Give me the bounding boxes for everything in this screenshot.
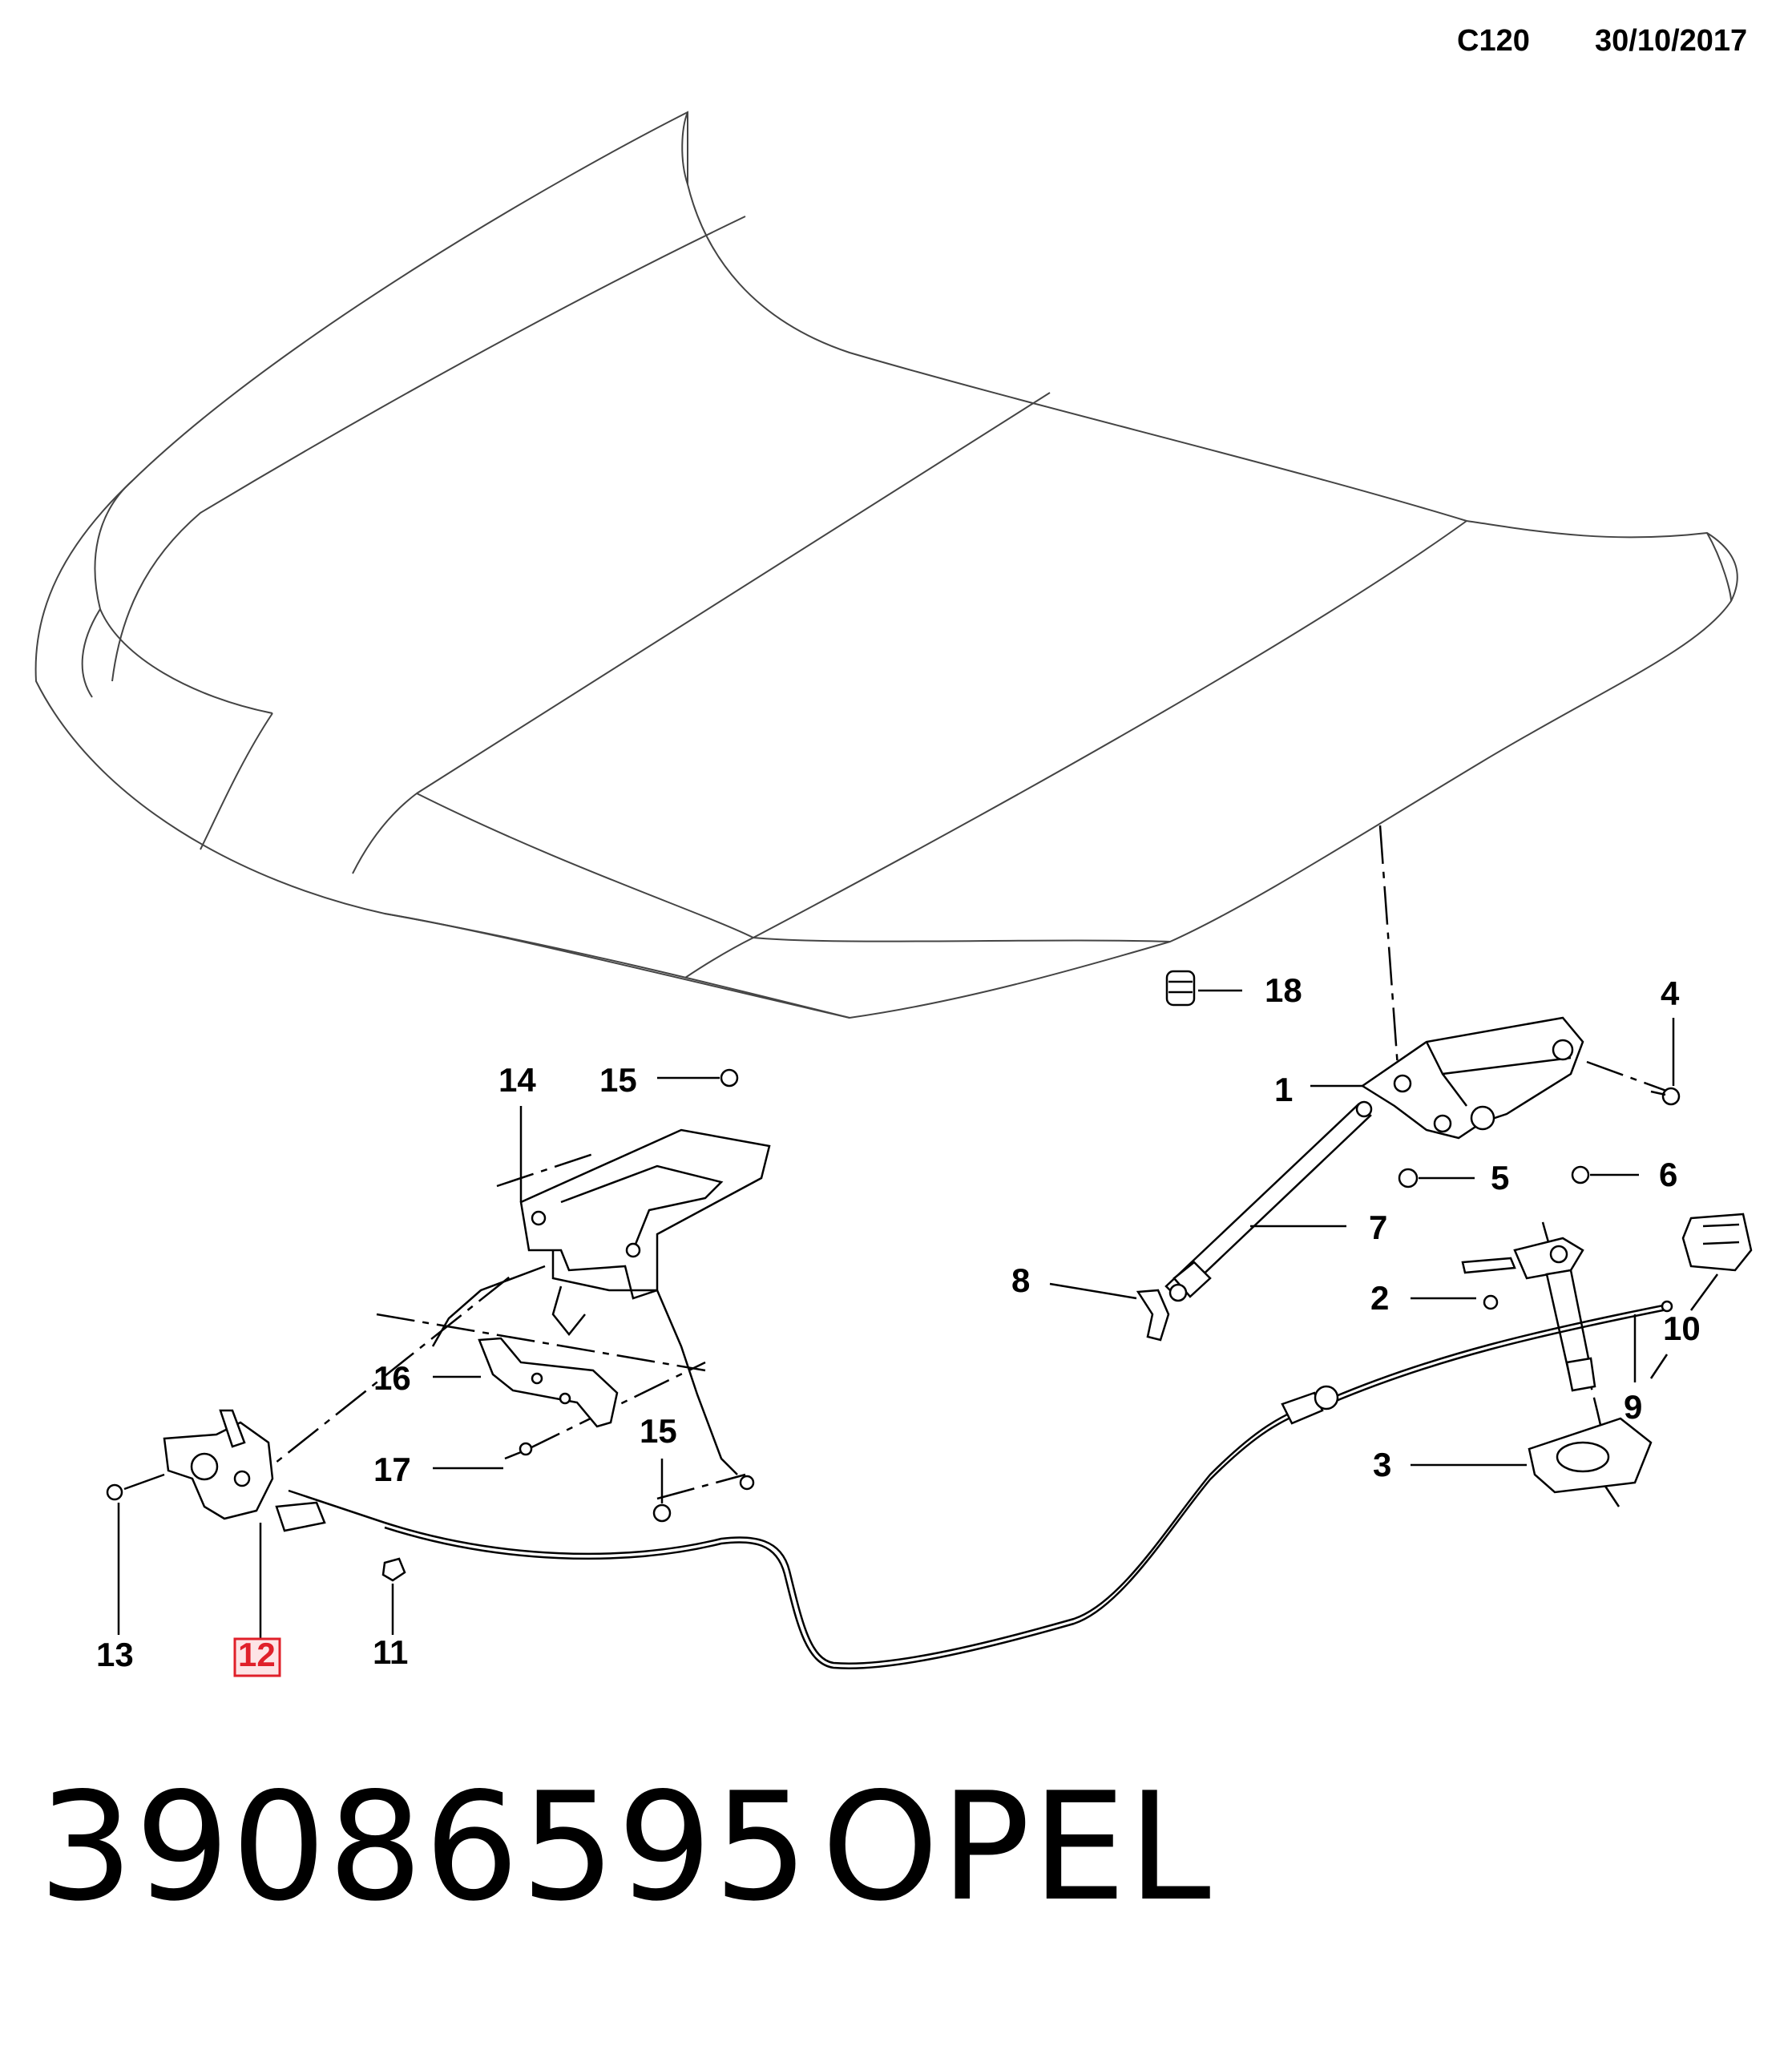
part-16-cover (433, 1337, 619, 1428)
part-number: 39086595 (38, 1760, 810, 1934)
part-14-bracket (431, 1106, 771, 1491)
callout-14: 14 (498, 1061, 536, 1099)
part-2-striker-rod (1411, 1237, 1596, 1392)
part-7-gas-strut (1164, 1100, 1373, 1302)
callout-4: 4 (1661, 975, 1680, 1012)
callout-8: 8 (1011, 1261, 1030, 1299)
callout-12-highlight (233, 1637, 281, 1677)
callout-15-upper: 15 (599, 1061, 637, 1099)
callout-18: 18 (1265, 971, 1302, 1009)
callout-3: 3 (1373, 1446, 1391, 1483)
part-10-connector (1681, 1213, 1753, 1311)
diagram-code: C120 (1457, 24, 1530, 58)
part-3-seal (1411, 1417, 1653, 1494)
part-1-hinge (1310, 1016, 1584, 1140)
part-18-bumper (1165, 970, 1242, 1007)
callout-15-lower: 15 (640, 1412, 677, 1450)
callout-7: 7 (1369, 1209, 1387, 1246)
callout-1: 1 (1274, 1071, 1293, 1108)
part-8-clip (1049, 1282, 1170, 1342)
part-13-bolt (106, 1473, 165, 1635)
brand-name: OPEL (821, 1760, 1213, 1934)
hood-panel (34, 111, 1738, 1019)
callout-11: 11 (373, 1633, 408, 1671)
part-15-bolt-upper (657, 1068, 739, 1088)
callouts: 1 2 3 4 5 6 7 8 9 10 11 12 13 14 15 15 1… (96, 971, 1701, 1677)
callout-16: 16 (373, 1359, 411, 1397)
callout-12[interactable]: 12 (238, 1636, 276, 1673)
callout-10: 10 (1663, 1310, 1701, 1347)
callout-13: 13 (96, 1636, 134, 1673)
part-12-latch (163, 1409, 326, 1639)
callout-6: 6 (1659, 1156, 1677, 1193)
callout-9: 9 (1624, 1388, 1642, 1426)
part-15-bolt-lower (652, 1459, 672, 1523)
part-17-screw (433, 1442, 533, 1470)
callout-2: 2 (1370, 1279, 1389, 1317)
part-11-nut (381, 1557, 406, 1635)
callout-5: 5 (1491, 1159, 1509, 1197)
callout-17: 17 (373, 1451, 411, 1488)
part-5-nut (1398, 1168, 1475, 1188)
diagram-date: 30/10/2017 (1595, 24, 1748, 58)
part-4-bolt (1650, 1018, 1681, 1106)
part-9-release-cable (288, 1300, 1673, 1669)
part-6-bolt (1571, 1165, 1639, 1184)
